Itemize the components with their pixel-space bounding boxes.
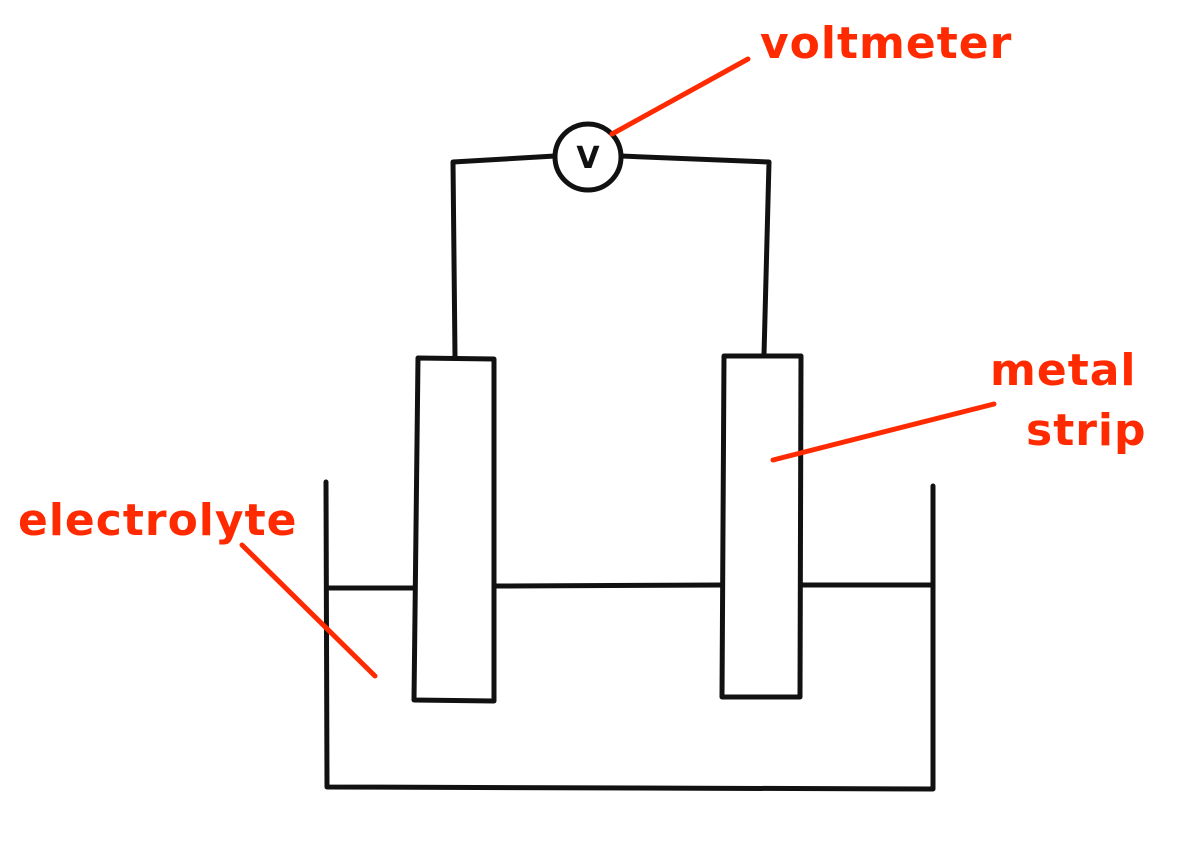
metal-strip-label-line1: metal (990, 345, 1137, 396)
wire-right (618, 153, 772, 358)
electrolyte-label: electrolyte (18, 495, 297, 546)
metal-strip-left (411, 355, 497, 704)
wire-left (450, 153, 558, 360)
voltmeter-circle (552, 121, 624, 193)
electrolyte-callout-line (239, 542, 378, 679)
voltmeter-label: voltmeter (760, 18, 1012, 69)
metal-strip-right (719, 353, 804, 700)
metal-strip-label-line2: strip (1026, 405, 1147, 456)
metal-strip-callout-line (770, 401, 997, 463)
voltmeter-callout-line (609, 56, 751, 137)
beaker (323, 479, 936, 792)
voltmeter-letter: V (576, 141, 600, 176)
electrolyte-surface-middle (492, 582, 725, 589)
voltmeter-symbol: V (552, 121, 624, 193)
